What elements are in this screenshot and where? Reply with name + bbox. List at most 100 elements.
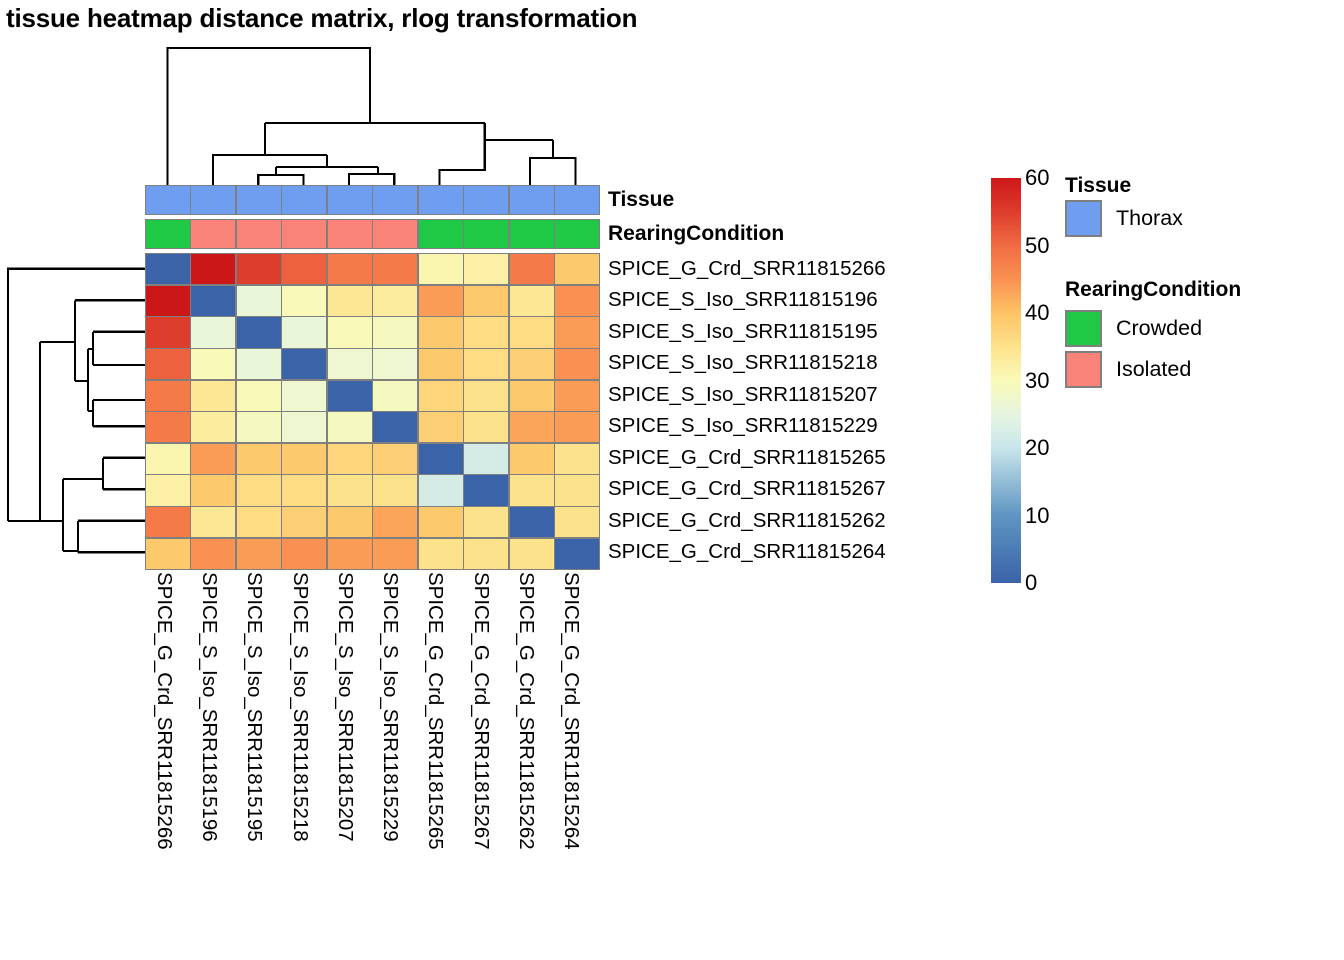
heatmap-cell (327, 285, 372, 316)
heatmap-cell (464, 475, 509, 506)
annotation-cell-tissue (418, 186, 463, 214)
heatmap-cell (554, 317, 599, 348)
colorbar-tick-label: 60 (1025, 165, 1050, 190)
annotation-cell-tissue (464, 186, 509, 214)
heatmap-cell (509, 412, 554, 443)
heatmap-cell (464, 538, 509, 569)
heatmap-cell (327, 443, 372, 475)
heatmap-cell (327, 538, 372, 569)
heatmap-cell (191, 285, 236, 316)
heatmap-cell (509, 507, 554, 538)
heatmap-cell (509, 317, 554, 348)
legend-item-crowded[interactable]: Crowded (1065, 310, 1202, 347)
colorbar (991, 178, 1021, 583)
heatmap-cell (373, 443, 418, 475)
heatmap-cell (191, 538, 236, 569)
heatmap-cell (191, 475, 236, 506)
heatmap-cell (146, 380, 191, 411)
heatmap-cell (282, 538, 327, 569)
row-label: SPICE_S_Iso_SRR11815196 (608, 288, 878, 311)
heatmap-cell (464, 443, 509, 475)
legend-label-crowded: Crowded (1116, 316, 1203, 340)
annotation-cell-tissue (282, 186, 327, 214)
annotation-cell-rearing-condition (146, 220, 191, 248)
row-label: SPICE_S_Iso_SRR11815229 (608, 414, 878, 437)
column-label: SPICE_S_Iso_SRR11815229 (379, 572, 403, 842)
annotation-cell-tissue (191, 186, 236, 214)
heatmap-cell (373, 507, 418, 538)
heatmap-cell (418, 348, 463, 380)
heatmap-matrix (145, 253, 600, 570)
heatmap-cell (146, 412, 191, 443)
heatmap-cell (146, 317, 191, 348)
heatmap-cell (191, 317, 236, 348)
column-label: SPICE_G_Crd_SRR11815266 (152, 572, 176, 850)
heatmap-cell (146, 285, 191, 316)
heatmap-cell (554, 285, 599, 316)
heatmap-cell (191, 507, 236, 538)
heatmap-cell (509, 538, 554, 569)
heatmap-cell (236, 254, 281, 285)
colorbar-tick-label: 50 (1025, 232, 1050, 258)
colorbar-tick-label: 40 (1025, 300, 1050, 325)
heatmap-cell (554, 443, 599, 475)
heatmap-cell (373, 254, 418, 285)
annotation-title-rearing-condition: RearingCondition (608, 222, 785, 245)
heatmap-cell (509, 348, 554, 380)
annotation-cell-tissue (236, 186, 281, 214)
heatmap-cell (418, 475, 463, 506)
heatmap-cell (464, 348, 509, 380)
heatmap-cell (146, 254, 191, 285)
heatmap-cell (236, 412, 281, 443)
heatmap-cell (373, 475, 418, 506)
column-label: SPICE_G_Crd_SRR11815262 (515, 572, 539, 850)
row-label: SPICE_G_Crd_SRR11815262 (608, 508, 886, 532)
heatmap-cell (418, 538, 463, 569)
heatmap-cell (373, 285, 418, 316)
annotation-title-tissue: Tissue (608, 188, 675, 211)
row-label: SPICE_S_Iso_SRR11815195 (608, 319, 878, 343)
row-label: SPICE_G_Crd_SRR11815264 (608, 540, 886, 563)
heatmap-cell (236, 507, 281, 538)
heatmap-cell (282, 412, 327, 443)
row-label: SPICE_S_Iso_SRR11815218 (608, 351, 878, 374)
heatmap-cell (327, 348, 372, 380)
colorbar-tick-label: 20 (1025, 435, 1050, 460)
column-label: SPICE_S_Iso_SRR11815218 (288, 572, 312, 842)
heatmap-cell (282, 317, 327, 348)
column-label: SPICE_G_Crd_SRR11815267 (469, 572, 493, 850)
annotation-cell-tissue (373, 186, 418, 214)
heatmap-cell (191, 380, 236, 411)
heatmap-cell (509, 443, 554, 475)
annotation-bar-rearing-condition (145, 219, 600, 249)
legend-swatch-crowded (1065, 310, 1102, 347)
heatmap-cell (418, 412, 463, 443)
heatmap-cell (373, 412, 418, 443)
heatmap-cell (554, 507, 599, 538)
annotation-cell-rearing-condition (191, 220, 236, 248)
heatmap-cell (236, 348, 281, 380)
annotation-cell-rearing-condition (509, 220, 554, 248)
column-label: SPICE_S_Iso_SRR11815207 (333, 572, 357, 842)
row-label: SPICE_S_Iso_SRR11815207 (608, 382, 878, 406)
heatmap-cell (509, 285, 554, 316)
annotation-cell-rearing-condition (464, 220, 509, 248)
column-dendrogram (166, 46, 577, 185)
colorbar-tick-label: 0 (1025, 570, 1038, 595)
column-label: SPICE_G_Crd_SRR11815265 (424, 572, 448, 850)
annotation-bar-tissue (145, 185, 600, 215)
heatmap-cell (464, 380, 509, 411)
heatmap-cell (509, 380, 554, 411)
heatmap-cell (509, 254, 554, 285)
heatmap-cell (282, 507, 327, 538)
heatmap-cell (373, 380, 418, 411)
heatmap-cell (282, 254, 327, 285)
legend-item-thorax[interactable]: Thorax (1065, 200, 1183, 237)
heatmap-cell (464, 317, 509, 348)
annotation-cell-rearing-condition (373, 220, 418, 248)
legend-item-isolated[interactable]: Isolated (1065, 351, 1191, 388)
colorbar-tick-label: 30 (1025, 367, 1050, 393)
annotation-cell-rearing-condition (554, 220, 599, 248)
row-label: SPICE_G_Crd_SRR11815265 (608, 445, 886, 469)
